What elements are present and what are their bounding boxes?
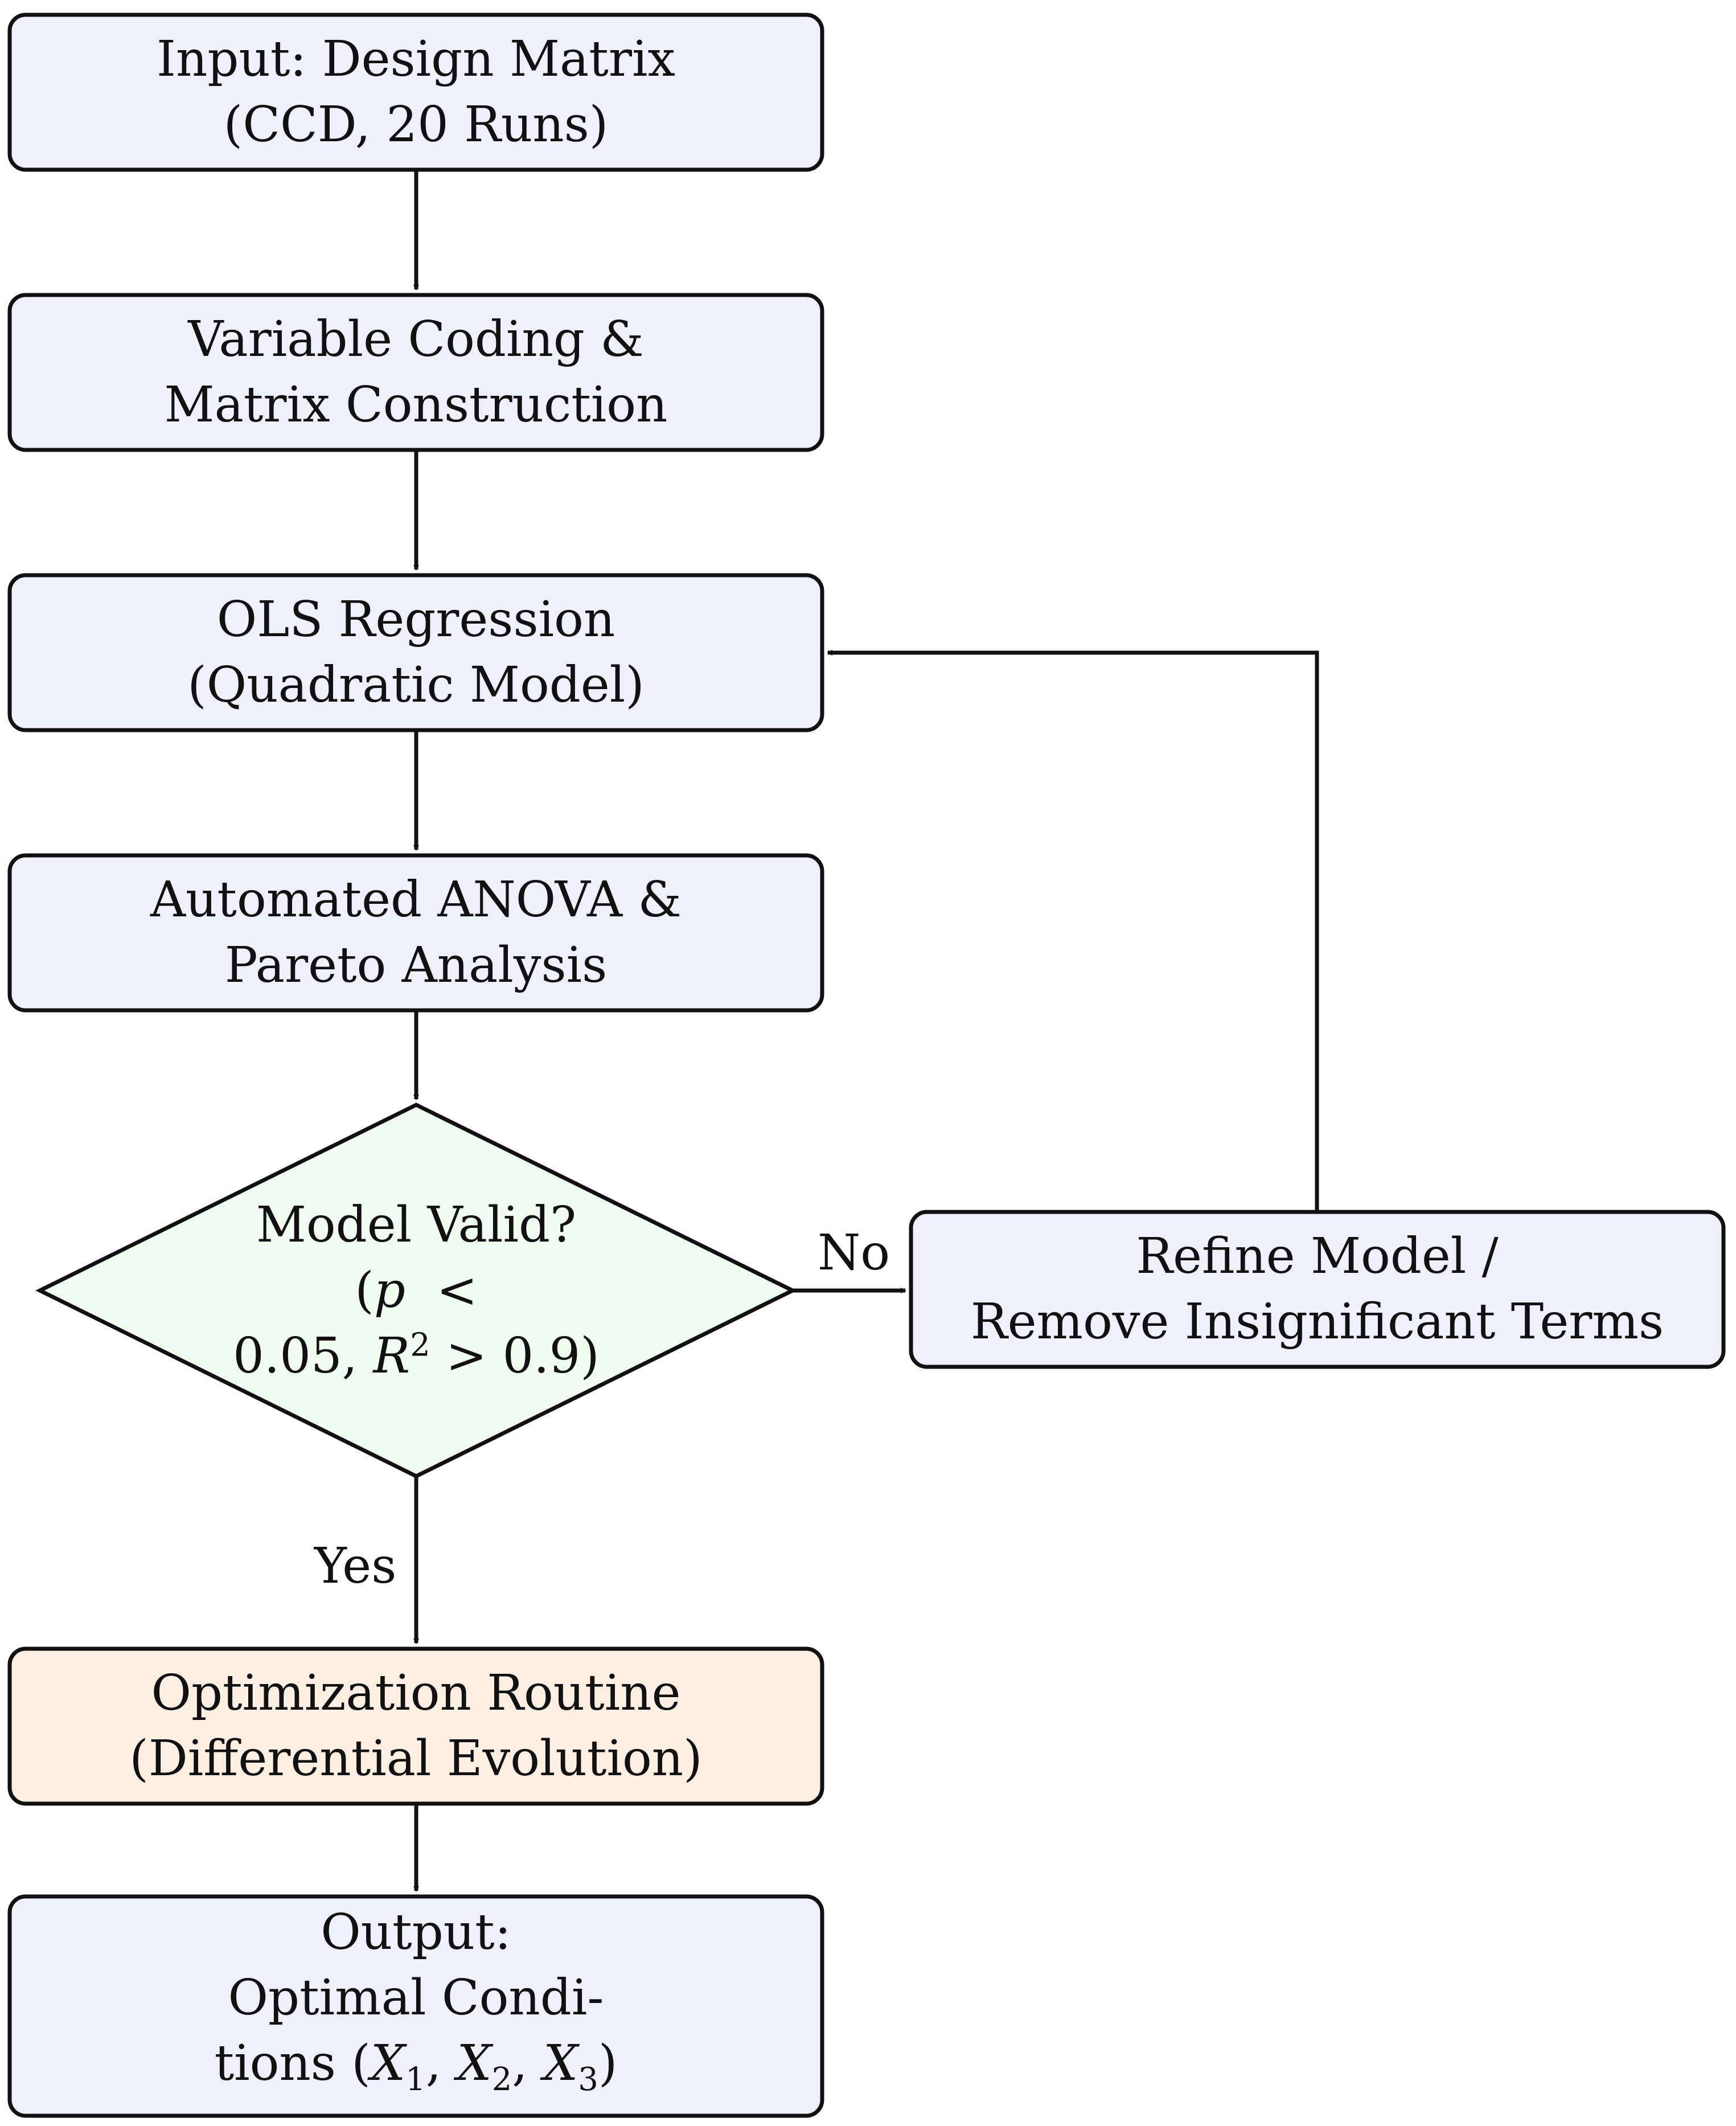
node-anova-label: Automated ANOVA & Pareto Analysis [10, 855, 822, 1010]
node-input-line-1: Input: Design Matrix [157, 31, 675, 88]
node-output-label: Output: Optimal Condi- tions (X1, X2, X3… [10, 1896, 822, 2116]
node-coding-label: Variable Coding & Matrix Construction [10, 295, 822, 450]
node-decision-condition-2: 0.05, R2 > 0.9) [233, 1326, 600, 1384]
node-optimization-line-1: Optimization Routine [151, 1665, 681, 1722]
node-optimization-line-2: (Differential Evolution) [129, 1730, 703, 1787]
node-refine-label: Refine Model / Remove Insignificant Term… [911, 1212, 1723, 1367]
node-output-line-2: Optimal Condi- [228, 1969, 604, 2026]
node-refine-line-1: Refine Model / [1136, 1228, 1499, 1285]
edge-label-yes: Yes [314, 1538, 397, 1595]
node-output-line-3: tions (X1, X2, X3) [214, 2034, 618, 2099]
node-decision-title: Model Valid? [256, 1196, 577, 1254]
node-refine-line-2: Remove Insignificant Terms [970, 1293, 1664, 1350]
edge-refine-to-ols [827, 650, 1319, 1212]
node-ols-line-1: OLS Regression [216, 591, 615, 648]
node-decision-condition-1: (p < [355, 1261, 478, 1319]
node-input-label: Input: Design Matrix (CCD, 20 Runs) [10, 15, 822, 170]
node-anova-line-2: Pareto Analysis [224, 937, 608, 994]
node-coding-line-1: Variable Coding & [188, 311, 644, 368]
node-ols-label: OLS Regression (Quadratic Model) [10, 575, 822, 730]
node-optimization-label: Optimization Routine (Differential Evolu… [10, 1649, 822, 1804]
node-output-box [7, 1894, 824, 2118]
node-input-line-2: (CCD, 20 Runs) [223, 96, 609, 153]
node-anova-line-1: Automated ANOVA & [150, 871, 682, 928]
node-decision-label: Model Valid? (p < 0.05, R2 > 0.9) [188, 1185, 644, 1396]
node-output-line-1: Output: [321, 1903, 511, 1961]
node-coding-line-2: Matrix Construction [164, 376, 668, 433]
node-ols-line-2: (Quadratic Model) [187, 657, 645, 714]
edge-label-no: No [818, 1224, 890, 1281]
